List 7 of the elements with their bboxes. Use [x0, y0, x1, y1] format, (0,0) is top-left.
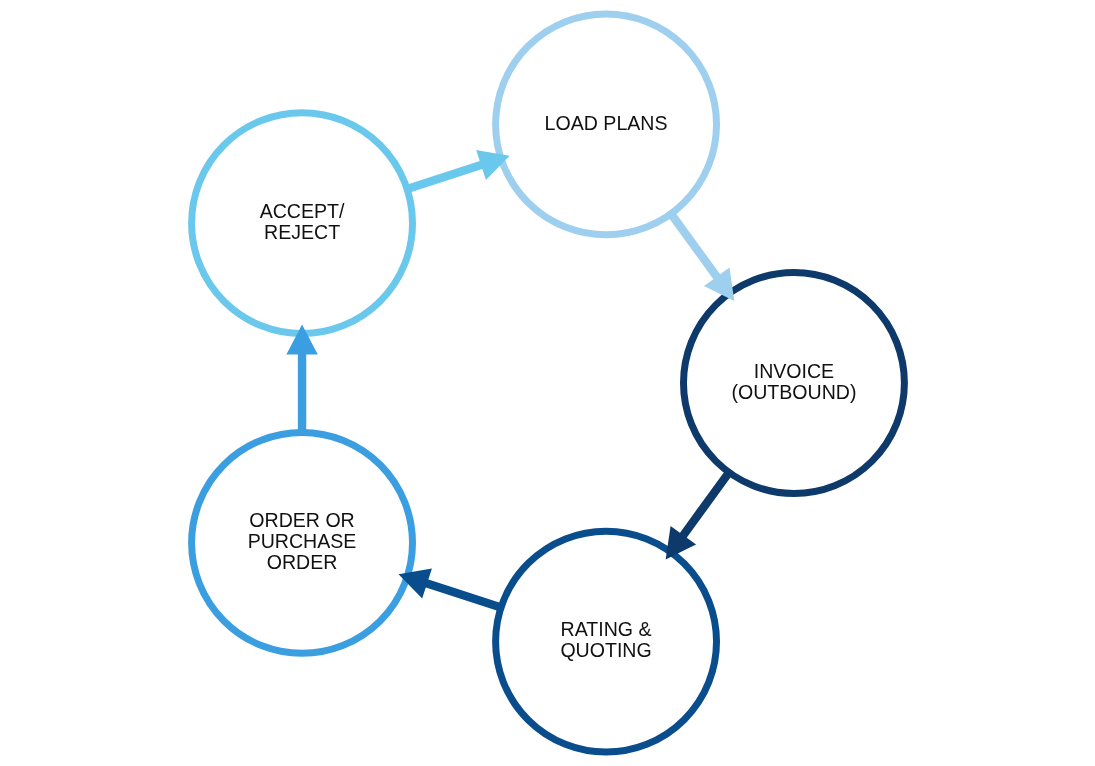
node-circle: ACCEPT/ REJECT [187, 109, 416, 338]
arrow [665, 469, 732, 560]
node-circle: LOAD PLANS [491, 10, 720, 239]
node-circle: ORDER OR PURCHASE ORDER [187, 428, 416, 657]
arrow [285, 324, 318, 433]
arrow [667, 211, 734, 301]
arrow [398, 568, 502, 612]
